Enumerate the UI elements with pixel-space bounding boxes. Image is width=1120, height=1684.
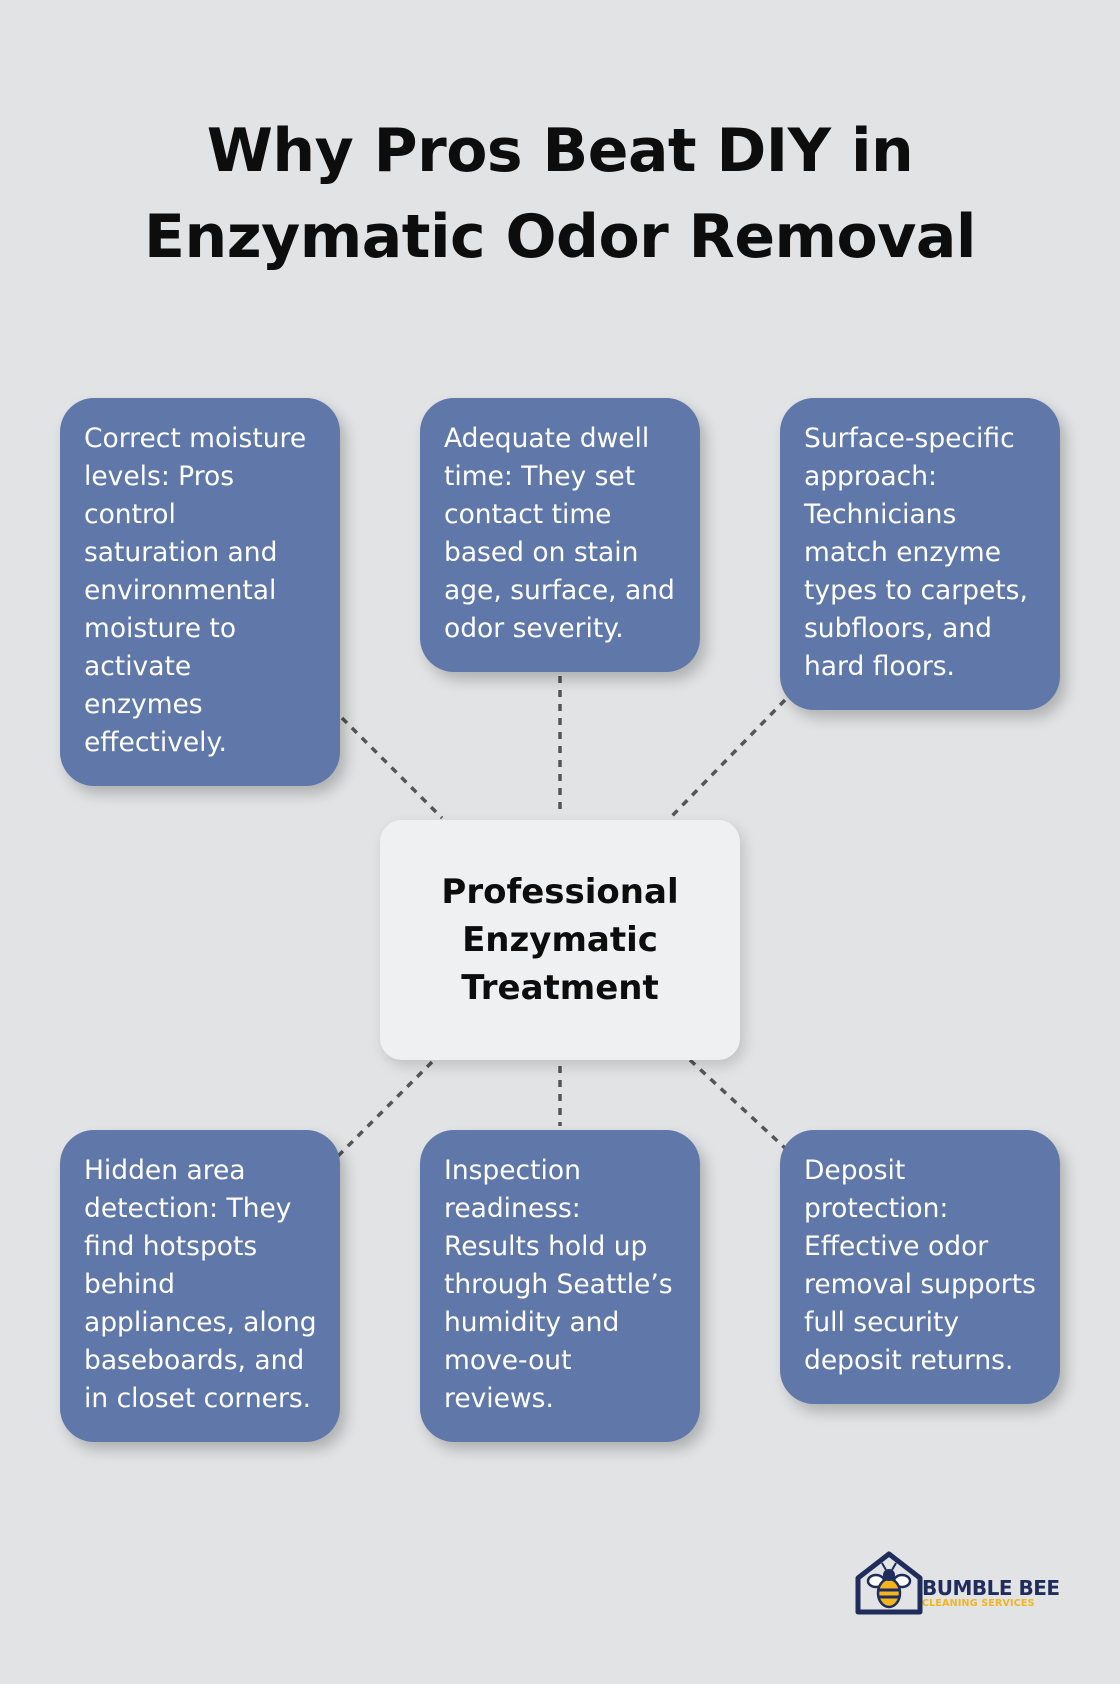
card-dwell-time: Adequate dwell time: They set contact ti… bbox=[420, 398, 700, 672]
card-text: Hidden area detection: They find hotspot… bbox=[84, 1155, 317, 1414]
title-line-2: Enzymatic Odor Removal bbox=[144, 202, 976, 272]
hub-line-3: Treatment bbox=[461, 968, 659, 1008]
connector-bottom-right bbox=[688, 1058, 787, 1150]
hub-line-1: Professional bbox=[441, 872, 679, 912]
card-text: Inspection readiness: Results hold up th… bbox=[444, 1155, 673, 1414]
logo-name: BUMBLE BEE bbox=[922, 1576, 1060, 1600]
card-deposit-protection: Deposit protection: Effective odor remov… bbox=[780, 1130, 1060, 1404]
brand-logo: BUMBLE BEE CLEANING SERVICES bbox=[852, 1548, 1062, 1618]
card-text: Deposit protection: Effective odor remov… bbox=[804, 1155, 1036, 1376]
card-hidden-area: Hidden area detection: They find hotspot… bbox=[60, 1130, 340, 1442]
logo-text: BUMBLE BEE CLEANING SERVICES bbox=[922, 1578, 1060, 1610]
hub-line-2: Enzymatic bbox=[462, 920, 658, 960]
connector-bottom-left bbox=[336, 1060, 434, 1158]
card-surface-specific: Surface-specific approach: Technicians m… bbox=[780, 398, 1060, 710]
connector-top-right bbox=[668, 698, 787, 820]
connector-top-left bbox=[340, 716, 444, 820]
hub-center-node: Professional Enzymatic Treatment bbox=[380, 820, 740, 1060]
title-line-1: Why Pros Beat DIY in bbox=[206, 116, 914, 186]
logo-tagline: CLEANING SERVICES bbox=[922, 1598, 1035, 1609]
card-text: Surface-specific approach: Technicians m… bbox=[804, 423, 1028, 682]
page-title: Why Pros Beat DIY in Enzymatic Odor Remo… bbox=[0, 108, 1120, 280]
card-text: Adequate dwell time: They set contact ti… bbox=[444, 423, 675, 644]
bee-house-icon bbox=[855, 1551, 923, 1615]
card-inspection-readiness: Inspection readiness: Results hold up th… bbox=[420, 1130, 700, 1442]
card-moisture-levels: Correct moisture levels: Pros control sa… bbox=[60, 398, 340, 786]
card-text: Correct moisture levels: Pros control sa… bbox=[84, 423, 307, 758]
